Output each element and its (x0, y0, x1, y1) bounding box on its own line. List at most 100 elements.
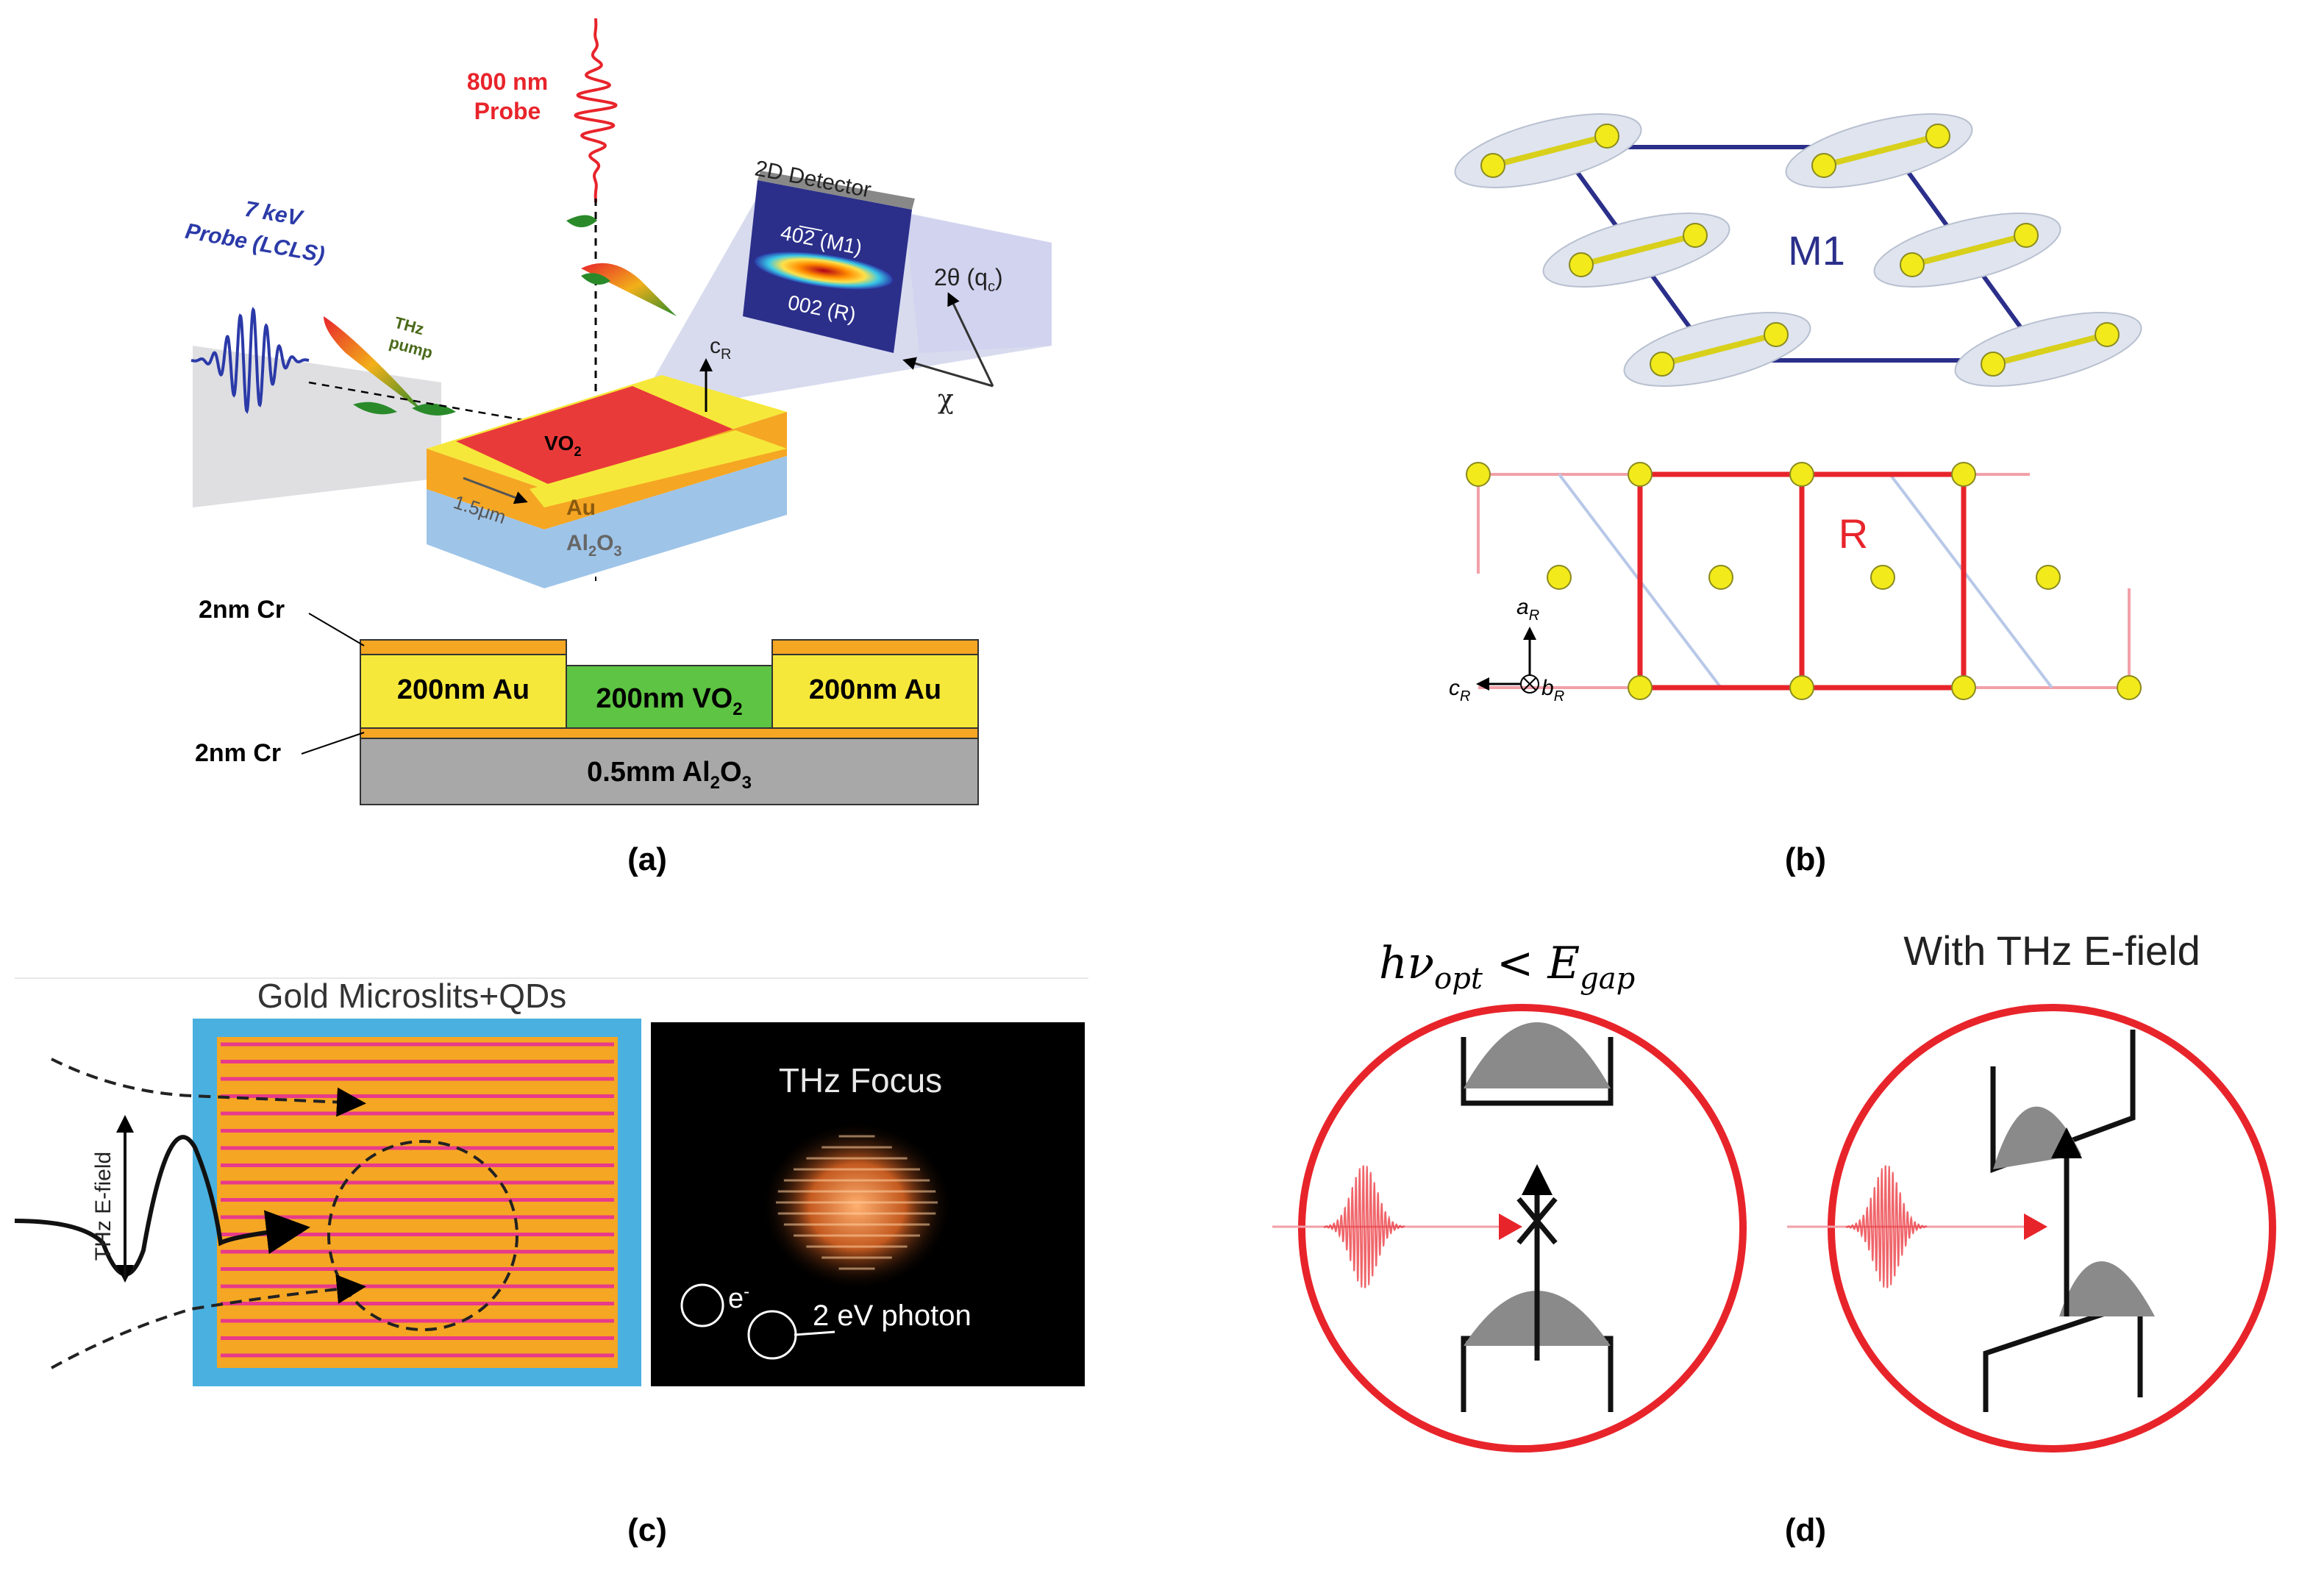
au-right-label: 200nm Au (809, 674, 941, 705)
cr-bottom-leader (301, 732, 365, 755)
thz-pulse-small-3 (353, 402, 397, 415)
substrate-block (360, 738, 979, 805)
vanadium-atom (1764, 322, 1789, 347)
vanadium-atom (1480, 153, 1505, 178)
substrate-front (427, 489, 544, 588)
cr-layer-left (360, 639, 567, 655)
vanadium-atom (1708, 565, 1733, 590)
vo2-channel (456, 386, 735, 489)
vanadium-atom (1870, 565, 1895, 590)
detector-edge (758, 171, 915, 210)
pump-path (308, 381, 604, 435)
vanadium-atom (2095, 322, 2120, 347)
right-beam-arrowhead (2024, 1213, 2047, 1240)
au-block-left (360, 654, 567, 729)
focus-fringes (776, 1135, 938, 1270)
vanadium-atom (1789, 675, 1814, 700)
m1-dimers (1454, 113, 2142, 387)
au-label: Au (566, 496, 596, 520)
probe-800-line1: 800 nm (467, 68, 548, 95)
left-beam-arrowhead (1499, 1213, 1522, 1240)
vanadium-atom (1547, 565, 1572, 590)
a-axis-label: aR (1516, 595, 1539, 624)
c-axis-label: cR (710, 334, 731, 363)
vo2-label: VO2 (544, 432, 581, 459)
thz-pulse-small-1 (566, 215, 597, 227)
vanadium-atom (1628, 675, 1653, 700)
gap-arrow (463, 477, 528, 505)
panel-b: M1 R aR cR bR (b) (1449, 113, 2142, 877)
vanadium-atom (1811, 153, 1836, 178)
right-title: With THz E-field (1903, 927, 2200, 974)
dimer-bond (1992, 332, 2108, 367)
vanadium-atom (1789, 462, 1814, 487)
electron-label: e- (728, 1282, 749, 1314)
dimer-bond (1911, 232, 2027, 268)
vo2-block (566, 665, 773, 729)
left-title: hνopt < Egap (1379, 938, 1635, 996)
chi-arrow (902, 357, 994, 388)
two-theta-label: 2θ (qc) (934, 264, 1003, 295)
right-optical-pulse (1845, 1165, 1928, 1288)
detector-backdrop (905, 213, 1052, 353)
two-theta-arrow (947, 292, 994, 387)
qd-level-1 (680, 1283, 724, 1327)
microslits-title: Gold Microslits+QDs (257, 977, 566, 1015)
vanadium-atom (1466, 462, 1491, 487)
left-conduction-band (1461, 1037, 1614, 1106)
cr-layer-right (771, 639, 979, 655)
focus-glow (761, 1122, 952, 1291)
left-forbidden-cross-2 (1516, 1197, 1558, 1245)
probe-800-line2: Probe (474, 98, 541, 124)
left-cb-population (1464, 1022, 1611, 1088)
thz-pump-line2: pump (388, 333, 435, 363)
right-vb-population (2059, 1261, 2155, 1316)
b-axis-label: bR (1541, 676, 1564, 705)
slit-lines (221, 1042, 614, 1358)
diffraction-spot (754, 252, 894, 290)
substrate-side (544, 456, 787, 588)
thz-pulse-small-2 (581, 273, 610, 285)
thz-focus-label: THz Focus (779, 1061, 942, 1099)
optical-probe-pulse (574, 18, 618, 202)
focus-circle (327, 1140, 518, 1331)
chi-label: χ (938, 385, 954, 415)
vanadium-atom (1981, 352, 2006, 377)
caption-c: (c) (627, 1512, 667, 1548)
vanadium-atom (2014, 223, 2039, 248)
dimer-bond (1823, 133, 1939, 168)
au-block-right (771, 654, 979, 729)
c-axis-label-b: cR (1449, 676, 1470, 705)
vanadium-atom (1683, 223, 1708, 248)
xray-probe-pulse (190, 307, 310, 414)
beam-envelope-bottom (51, 1274, 366, 1369)
thz-pulse-mid (581, 263, 677, 316)
efield-label: THz E-field (91, 1152, 115, 1261)
substrate-label: 0.5mm Al2O3 (587, 757, 752, 793)
caption-d: (d) (1785, 1512, 1826, 1548)
vanadium-atom (1951, 462, 1976, 487)
vanadium-atom (1650, 352, 1675, 377)
probe-7kev-line2: Probe (LCLS) (183, 219, 326, 268)
vanadium-atom (1900, 252, 1925, 277)
device-front-left (427, 449, 544, 530)
r-label: R (1839, 510, 1868, 557)
photon-label: 2 eV photon (813, 1300, 972, 1332)
au-pad-front (530, 430, 787, 507)
thz-waveform (14, 1135, 310, 1277)
vanadium-atom (1951, 675, 1976, 700)
panel-c: Gold Microslits+QDs THz E-field THz Focu… (14, 977, 1088, 1548)
beam-envelope-top (51, 1058, 366, 1117)
microslit-array (217, 1037, 618, 1368)
m1-projection-2 (1889, 473, 2053, 689)
m1-label: M1 (1788, 227, 1845, 274)
cr-bottom-label: 2nm Cr (195, 739, 281, 767)
vanadium-atom (1925, 124, 1950, 149)
r-cell-right (1799, 471, 1967, 691)
vanadium-atom (2036, 565, 2061, 590)
al2o3-label: Al2O3 (566, 531, 622, 560)
vanadium-atom (2117, 675, 2142, 700)
panel-d: hνopt < Egap With THz E-field (d) (1272, 927, 2276, 1548)
dimer-bond (1492, 133, 1608, 168)
